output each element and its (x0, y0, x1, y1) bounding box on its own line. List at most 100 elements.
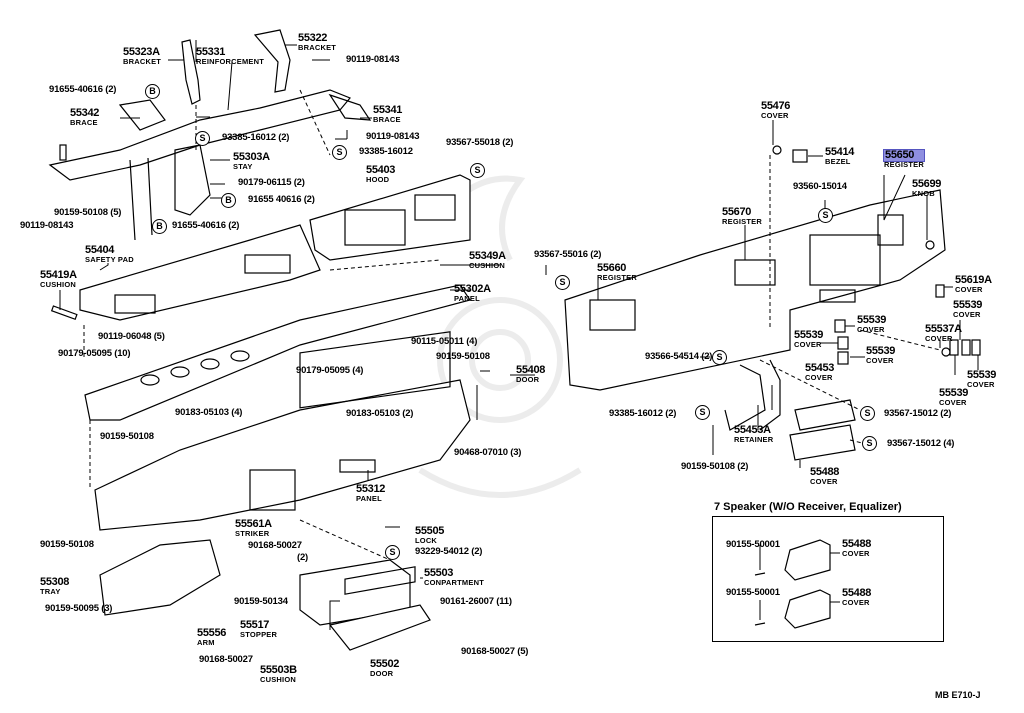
fastener-label[interactable]: 90119-08143 (20, 220, 74, 231)
tray-part (99, 539, 221, 616)
fastener-label[interactable]: 90159-50134 (234, 596, 288, 607)
fastener-label[interactable]: 90468-07010 (3) (454, 447, 522, 458)
screw-symbol-s: S (470, 163, 485, 178)
screw-symbol-s: S (862, 436, 877, 451)
speaker-fastener-label[interactable]: 90155-50001 (726, 587, 780, 598)
screw-symbol-s: S (712, 350, 727, 365)
fastener-label[interactable]: 93385-16012 (359, 146, 413, 157)
watermark-emblem (418, 175, 582, 498)
fastener-label[interactable]: 91655-40616 (2) (49, 84, 117, 95)
fastener-label[interactable]: 93567-15012 (4) (887, 438, 955, 449)
fastener-label[interactable]: 90179-06115 (2) (238, 177, 305, 188)
fastener-label[interactable]: 93385-16012 (2) (222, 132, 290, 143)
fastener-label[interactable]: 93567-55018 (2) (446, 137, 514, 148)
hood-part (309, 174, 471, 261)
fastener-label[interactable]: 90159-50108 (5) (54, 207, 122, 218)
dash-panel (84, 284, 471, 531)
fastener-label[interactable]: 93560-15014 (793, 181, 847, 192)
fastener-label[interactable]: 93567-15012 (2) (884, 408, 952, 419)
fastener-label[interactable]: (2) (297, 552, 309, 563)
fastener-label[interactable]: 93567-55016 (2) (534, 249, 602, 260)
fastener-label[interactable]: 90179-05095 (10) (58, 348, 131, 359)
fastener-label[interactable]: 90159-50108 (436, 351, 490, 362)
speaker-box-title: 7 Speaker (W/O Receiver, Equalizer) (714, 501, 902, 513)
speaker-fastener-label[interactable]: 90155-50001 (726, 539, 780, 550)
fastener-label[interactable]: 90168-50027 (5) (461, 646, 529, 657)
fastener-label[interactable]: 90168-50027 (248, 540, 302, 551)
fastener-label[interactable]: 90183-05103 (4) (175, 407, 243, 418)
fastener-label[interactable]: 93566-54514 (2) (645, 351, 713, 362)
fastener-label[interactable]: 90159-50108 (40, 539, 94, 550)
glove-box (299, 559, 431, 651)
retainer-cover-group (724, 145, 981, 461)
speaker-box (712, 516, 944, 642)
fastener-label[interactable]: 93229-54012 (2) (415, 546, 483, 557)
fastener-label[interactable]: 90115-05011 (4) (411, 336, 478, 347)
screw-symbol-s: S (860, 406, 875, 421)
fastener-label[interactable]: 90119-06048 (5) (98, 331, 165, 342)
reinforcement-assembly (48, 29, 372, 241)
fastener-label[interactable]: 90119-08143 (346, 54, 400, 65)
cushion-strip (50, 305, 78, 321)
fastener-label[interactable]: 90159-50108 (2) (681, 461, 749, 472)
fastener-label[interactable]: 90119-08143 (366, 131, 420, 142)
fastener-label[interactable]: 91655 40616 (2) (248, 194, 315, 205)
fastener-label[interactable]: 91655-40616 (2) (172, 220, 240, 231)
fastener-label[interactable]: 90168-50027 (199, 654, 253, 665)
screw-symbol-s: S (818, 208, 833, 223)
fastener-label[interactable]: 90159-50095 (3) (45, 603, 113, 614)
safety-pad-part (79, 224, 321, 321)
fastener-label[interactable]: 93385-16012 (2) (609, 408, 677, 419)
bolt-symbol-b: B (221, 193, 236, 208)
fastener-label[interactable]: 90183-05103 (2) (346, 408, 414, 419)
leader-lines (59, 40, 979, 630)
fastener-label[interactable]: 90159-50108 (100, 431, 154, 442)
fastener-label[interactable]: 90161-26007 (11) (440, 596, 512, 607)
fastener-label[interactable]: 90179-05095 (4) (296, 365, 364, 376)
dashed-guide-lines (83, 89, 941, 561)
screw-symbol-s: S (695, 405, 710, 420)
speaker-covers (754, 539, 831, 629)
